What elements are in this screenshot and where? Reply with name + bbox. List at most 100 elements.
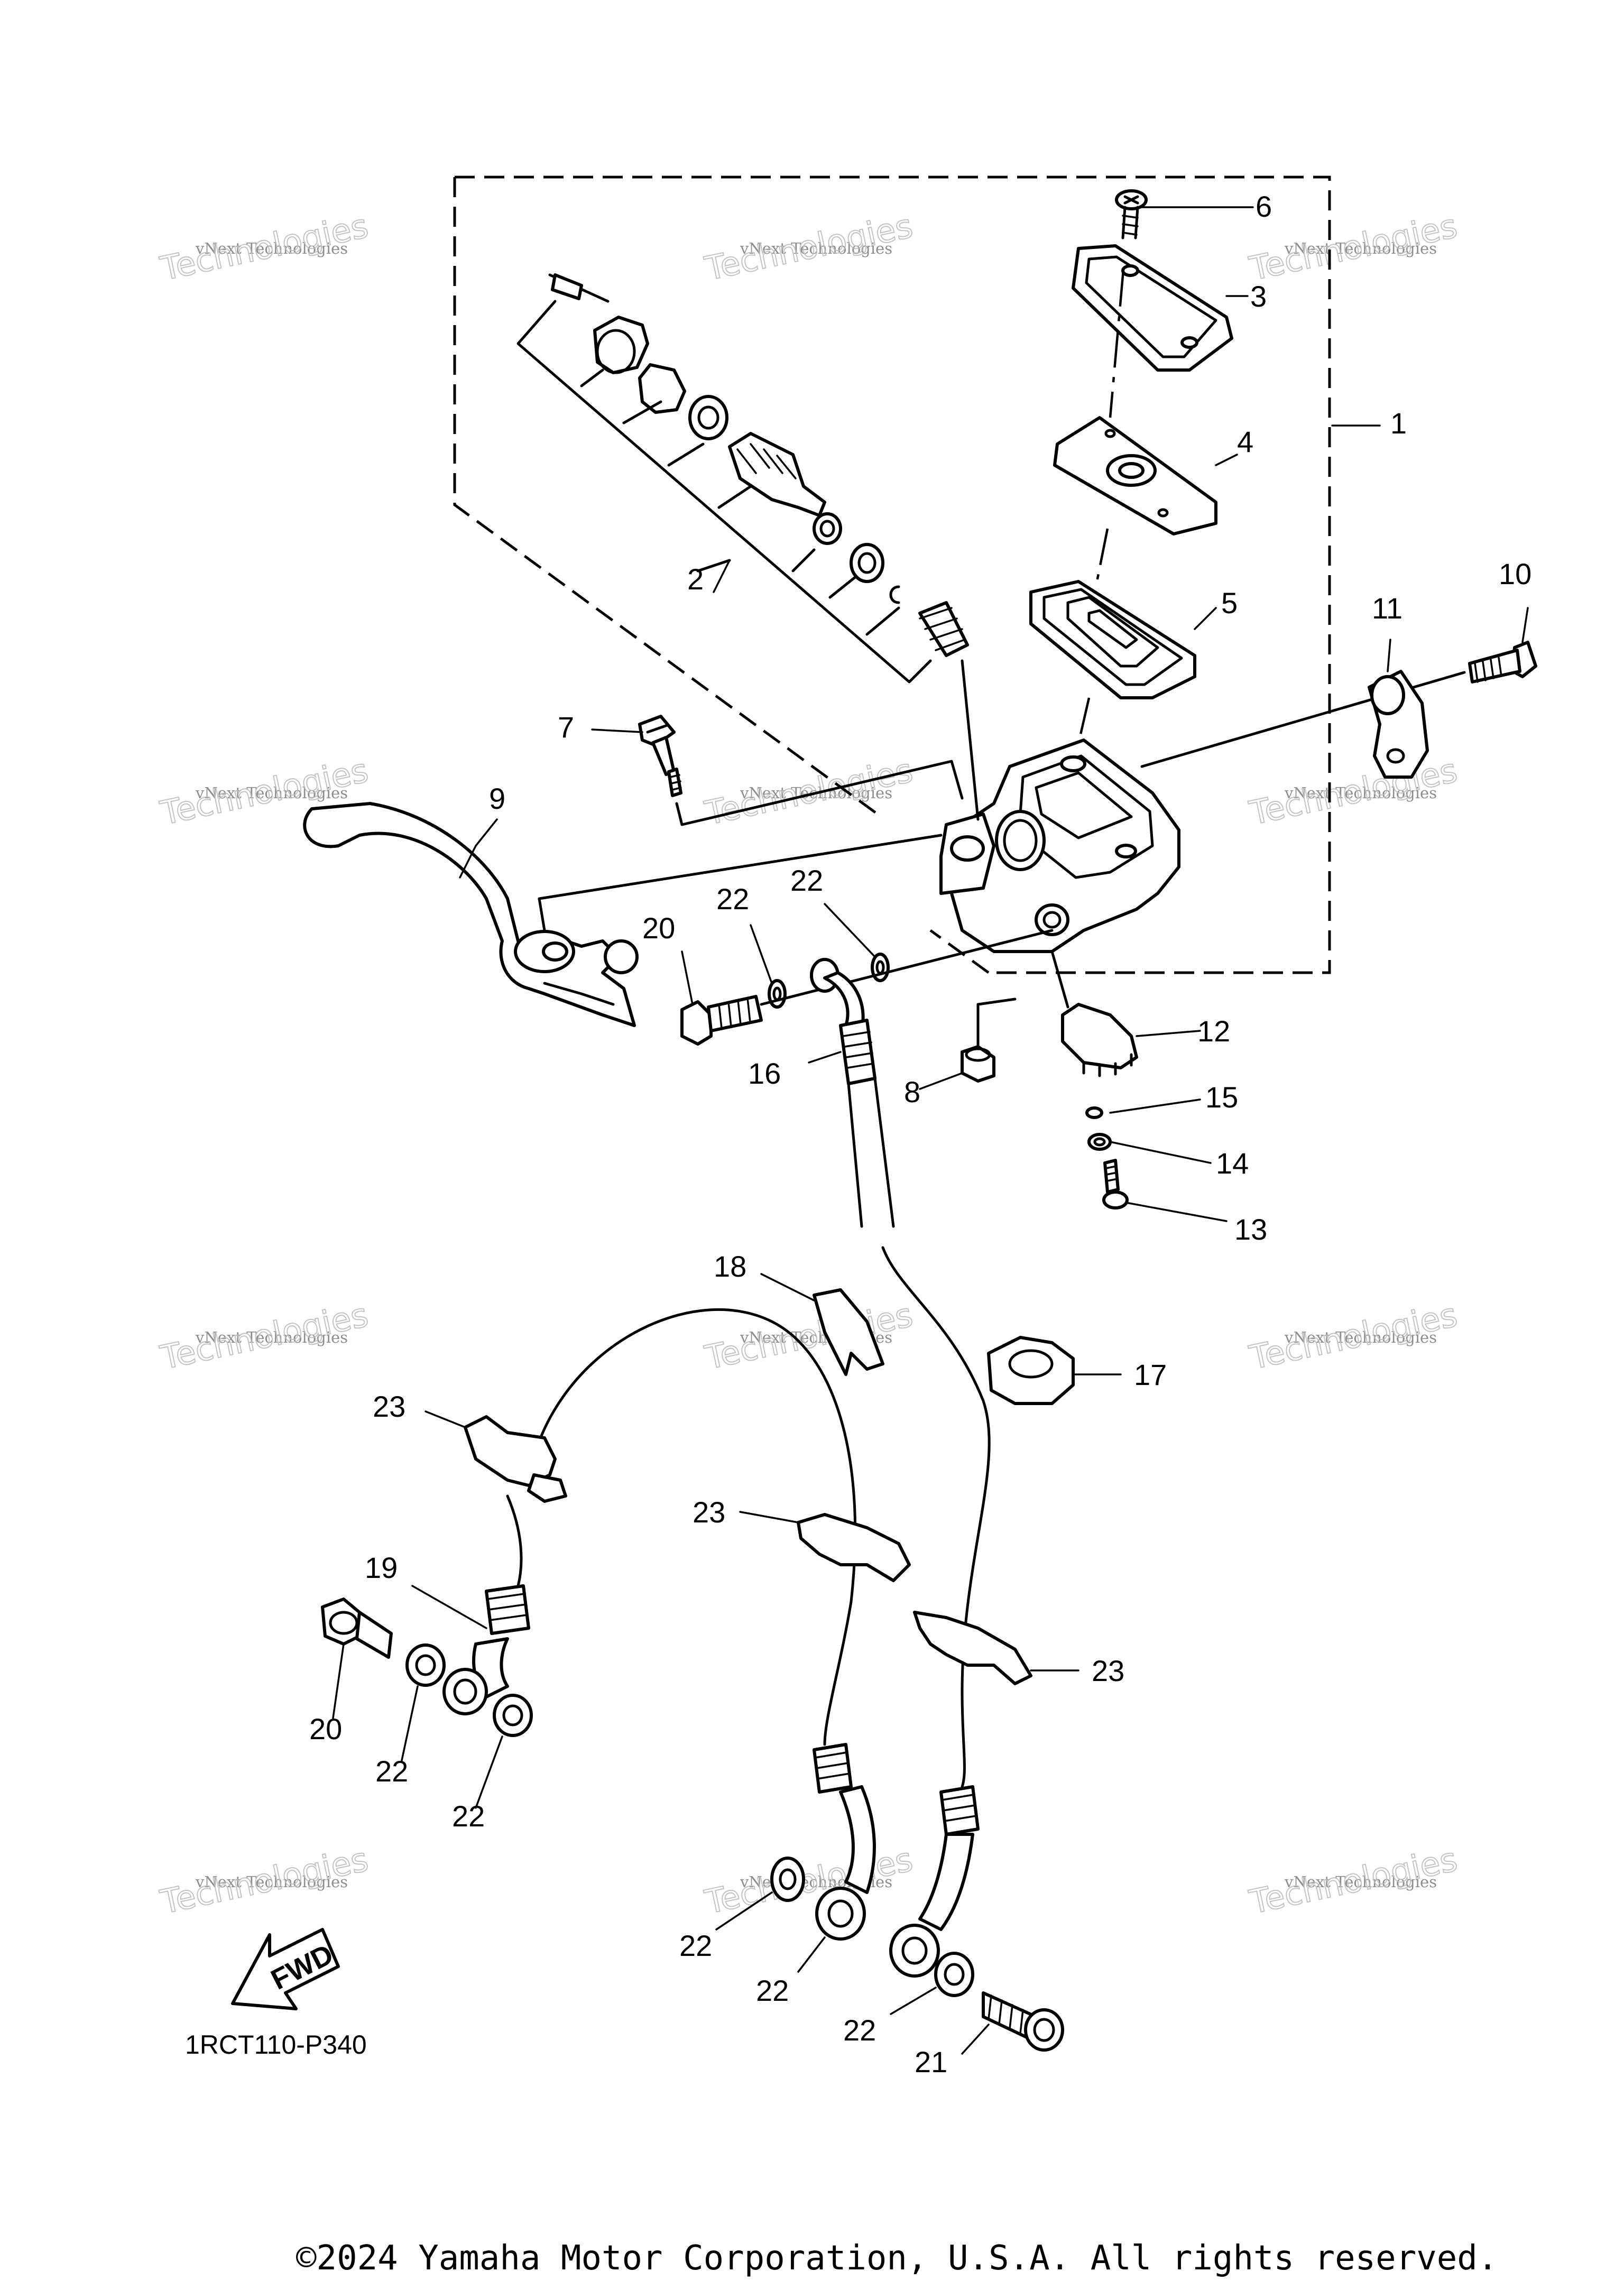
svg-text:vNext Technologies: vNext Technologies [740,239,892,257]
svg-text:vNext Technologies: vNext Technologies [1284,1873,1437,1891]
callout-20-a: 20 [642,911,675,945]
callout-23-c: 23 [1092,1654,1124,1687]
part-23-hose-clamp [913,1611,1032,1685]
callout-1: 1 [1390,407,1407,440]
svg-text:Technologies: Technologies [157,1295,372,1377]
leader-dashdot [1072,269,1125,767]
callout-23-b: 23 [693,1495,725,1529]
part-3-reservoir-cap [1072,244,1233,372]
part-23-hose-clamp [464,1415,567,1503]
part-20-union-bolt-lower [321,1598,393,1659]
callout-15: 15 [1205,1081,1238,1114]
copyright-notice: ©2024 Yamaha Motor Corporation, U.S.A. A… [296,2239,1498,2278]
watermark: vNext Technologies Technologies [1245,1295,1461,1377]
callout-13: 13 [1234,1213,1267,1246]
leader-line [760,929,1054,1006]
callout-17: 17 [1134,1358,1167,1391]
svg-text:Technologies: Technologies [702,206,916,288]
svg-text:Technologies: Technologies [157,1840,372,1921]
part-13-screw [1102,1159,1129,1209]
lower-hose-fitting-right [889,1785,980,1978]
hose-route-right [881,1246,991,1788]
svg-text:vNext Technologies: vNext Technologies [1284,239,1437,257]
callout-8: 8 [904,1075,920,1109]
part-6-screw [1115,189,1148,239]
svg-text:Technologies: Technologies [1246,751,1461,832]
callout-23-a: 23 [373,1390,405,1423]
callout-18: 19 [365,1551,398,1584]
part-21-union-bolt [982,1991,1064,2052]
forward-direction-arrow: FWD [231,1928,340,2010]
part-23-hose-clamp [797,1513,911,1582]
callout-10: 10 [1499,557,1531,590]
callout-22-c: 22 [375,1755,408,1788]
watermark: vNext Technologies Technologies [156,1839,372,1922]
callout-11: 11 [1372,592,1402,625]
svg-text:vNext Technologies: vNext Technologies [195,1873,348,1891]
drawing-code: 1RCT110-P340 [185,2030,367,2060]
callout-22-f: 22 [756,1974,789,2007]
hose-route-left-lower [506,1494,523,1587]
part-12-brake-switch [1050,950,1138,1077]
part-15-washer [1085,1106,1103,1119]
watermark: vNext Technologies Technologies [701,750,917,833]
callout-22-d: 22 [452,1799,485,1833]
lower-hose-fitting-left [813,1743,876,1941]
callout-22-b: 22 [790,864,823,897]
part-22-washer [934,1952,974,1997]
callout-3: 3 [1250,280,1267,313]
callout-4: 4 [1237,425,1253,458]
part-14-washer [1087,1133,1112,1151]
callout-7: 7 [558,710,574,744]
callout-22-g: 22 [843,2014,876,2047]
part-17-hose-holder [987,1336,1075,1405]
part-20-union-bolt-upper [680,995,763,1046]
svg-text:vNext Technologies: vNext Technologies [195,239,348,257]
callout-2: 2 [687,562,704,596]
watermark: vNext Technologies Technologies [1245,1839,1461,1922]
part-18-brake-hose [442,1584,530,1715]
watermark: vNext Technologies Technologies [1245,206,1461,288]
svg-text:Technologies: Technologies [1246,1295,1461,1377]
svg-text:Technologies: Technologies [702,1840,916,1921]
part-11-holder-clamp [1368,670,1429,779]
callout-14: 14 [1216,1147,1249,1180]
watermark: vNext Technologies Technologies [156,1295,372,1377]
callout-9: 9 [489,782,505,815]
callout-19: 18 [714,1250,746,1283]
part-10-bolt [1140,641,1537,768]
svg-text:vNext Technologies: vNext Technologies [195,1328,348,1346]
callout-leaders [332,206,1529,2055]
part-22-washer [493,1694,533,1737]
part-7-bolt [638,715,964,826]
callout-16: 16 [748,1057,781,1090]
callout-21: 21 [915,2045,947,2079]
callout-12: 12 [1197,1014,1230,1048]
assembly-boundary [453,176,1331,974]
hose-route-left [527,1308,857,1746]
callout-22-e: 22 [679,1929,712,1962]
watermark: vNext Technologies Technologies [701,1839,917,1922]
part-8-nut [961,998,1017,1083]
svg-text:vNext Technologies: vNext Technologies [1284,1328,1437,1346]
part-22-washer [770,1857,805,1902]
svg-text:Technologies: Technologies [702,751,916,832]
part-16-brake-hose [810,958,895,1228]
part-5-diaphragm [1029,580,1196,699]
svg-text:vNext Technologies: vNext Technologies [1284,784,1437,802]
part-1-master-cylinder [939,738,1180,953]
callout-5: 5 [1221,586,1238,620]
watermarks: vNext Technologies Technologies vNext Te… [156,206,1461,1922]
callout-20-b: 20 [309,1712,342,1746]
callout-22-a: 22 [716,882,749,916]
svg-text:Technologies: Technologies [1246,1840,1461,1921]
part-4-diaphragm-holder [1053,416,1217,535]
part-2-piston-kit [516,273,980,821]
svg-text:vNext Technologies: vNext Technologies [195,784,348,802]
watermark: vNext Technologies Technologies [701,206,917,288]
part-22-washer [405,1643,446,1687]
watermark: vNext Technologies Technologies [1245,750,1461,833]
callout-labels: 6 3 1 4 5 2 7 9 10 11 12 15 14 13 16 8 1… [309,190,1531,2079]
svg-text:Technologies: Technologies [1246,206,1461,288]
